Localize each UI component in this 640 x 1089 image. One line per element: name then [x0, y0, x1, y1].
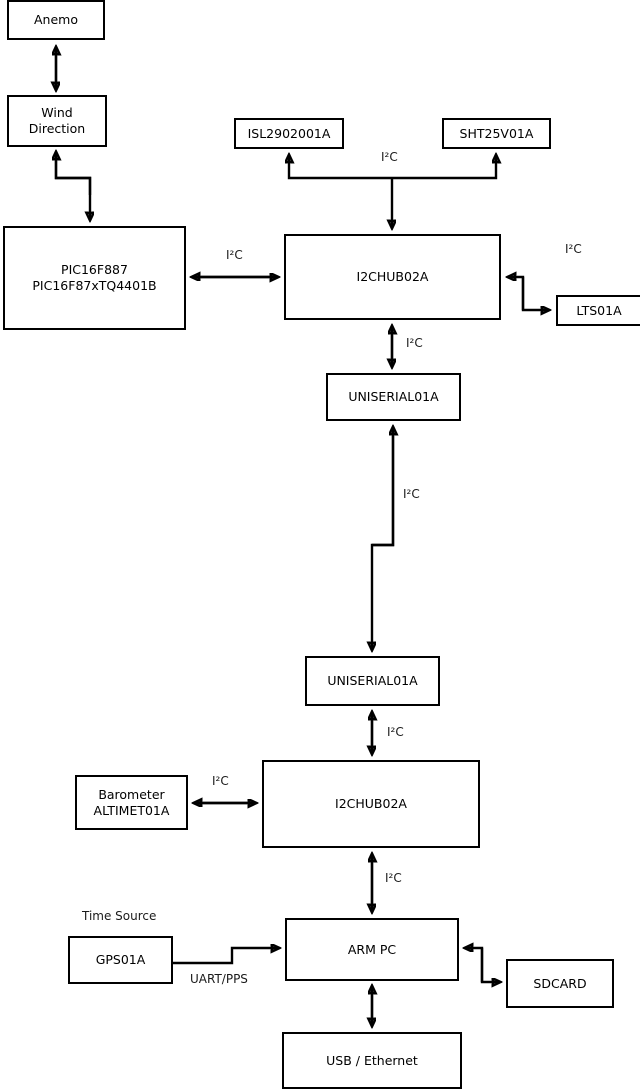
edge-label-i2c-uniserial-link: I²C: [403, 487, 420, 501]
node-uniserial-top-label: UNISERIAL01A: [348, 389, 439, 405]
node-uniserial-bottom-label: UNISERIAL01A: [327, 673, 418, 689]
node-hub-bottom-label: I2CHUB02A: [335, 796, 407, 812]
wire-uniserial-link-up: [372, 427, 393, 547]
node-arm-pc[interactable]: ARM PC: [285, 918, 459, 981]
node-sdcard[interactable]: SDCARD: [506, 959, 614, 1008]
edge-label-i2c-hub-lts: I²C: [565, 242, 582, 256]
edge-label-i2c-pic-hub: I²C: [226, 248, 243, 262]
edge-label-i2c-hub-uniserial: I²C: [406, 336, 423, 350]
node-uniserial01a-bottom[interactable]: UNISERIAL01A: [305, 656, 440, 706]
wire-wind-to-pic-down: [54, 152, 90, 220]
node-gps01a[interactable]: GPS01A: [68, 936, 173, 984]
wire-armpc-to-sdcard: [480, 948, 500, 982]
node-sht25v01a[interactable]: SHT25V01A: [442, 118, 551, 149]
node-anemo[interactable]: Anemo: [7, 0, 105, 40]
node-pic-label-line1: PIC16F887: [61, 262, 128, 278]
edge-label-i2c-barometer-hub: I²C: [212, 774, 229, 788]
node-sdcard-label: SDCARD: [533, 975, 587, 991]
node-i2chub02a-top[interactable]: I2CHUB02A: [284, 234, 501, 320]
node-usb-ethernet[interactable]: USB / Ethernet: [282, 1032, 462, 1089]
node-wind-direction[interactable]: Wind Direction: [7, 95, 107, 147]
node-uniserial01a-top[interactable]: UNISERIAL01A: [326, 373, 461, 421]
wire-bus-to-sht: [392, 155, 496, 180]
node-barometer-label-line1: Barometer: [98, 786, 165, 802]
wire-wind-to-pic-up: [56, 152, 92, 195]
node-lts01a[interactable]: LTS01A: [556, 295, 640, 326]
node-isl2902001a[interactable]: ISL2902001A: [234, 118, 344, 149]
node-gps-label: GPS01A: [95, 952, 146, 968]
edge-label-i2c-hub-armpc: I²C: [385, 871, 402, 885]
node-barometer-altimet01a[interactable]: Barometer ALTIMET01A: [75, 775, 188, 830]
node-anemo-label: Anemo: [34, 12, 78, 28]
node-hub-top-label: I2CHUB02A: [356, 269, 429, 285]
wire-lts-to-hub: [508, 277, 525, 310]
node-arm-pc-label: ARM PC: [347, 941, 397, 957]
wire-uniserial-link-down: [372, 427, 395, 650]
annotation-time-source: Time Source: [82, 909, 157, 923]
node-isl-label: ISL2902001A: [247, 125, 331, 141]
edge-label-uart-pps: UART/PPS: [190, 972, 248, 986]
node-usb-ethernet-label: USB / Ethernet: [326, 1052, 418, 1068]
node-wind-direction-label-line2: Direction: [28, 121, 86, 136]
wire-gps-to-armpc: [172, 948, 279, 965]
node-lts-label: LTS01A: [576, 302, 622, 318]
edge-label-i2c-uniserial-hub: I²C: [387, 725, 404, 739]
node-barometer-label-line2: ALTIMET01A: [93, 802, 170, 818]
node-i2chub02a-bottom[interactable]: I2CHUB02A: [262, 760, 480, 848]
node-pic-label-line2: PIC16F87xTQ4401B: [32, 278, 157, 293]
wire-sdcard-to-armpc: [465, 948, 484, 982]
node-pic-microcontroller[interactable]: PIC16F887 PIC16F87xTQ4401B: [3, 226, 186, 330]
wire-hub-to-lts: [521, 277, 549, 310]
edge-label-i2c-sensor-bus: I²C: [381, 150, 398, 164]
node-wind-direction-label-line1: Wind: [41, 105, 73, 121]
node-sht-label: SHT25V01A: [459, 125, 534, 141]
wire-bus-to-isl: [289, 155, 392, 180]
